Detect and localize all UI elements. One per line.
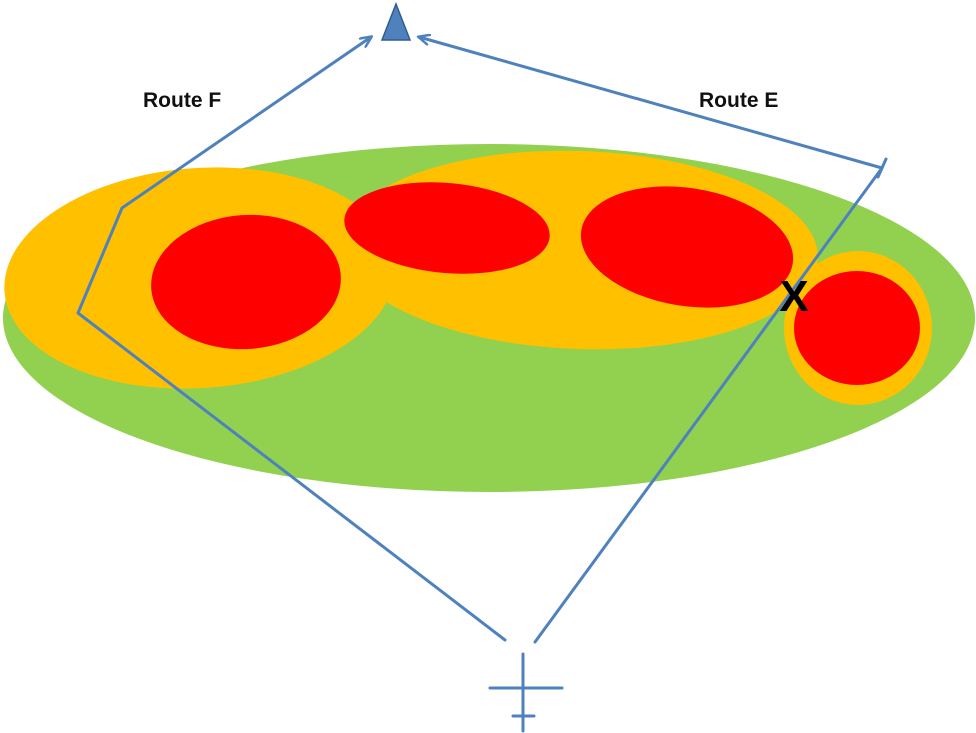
inner-zone-4: [794, 271, 920, 385]
triangle-icon: [380, 1, 412, 41]
inner-zone-3: [580, 186, 794, 308]
blocked-marker: X: [779, 272, 808, 321]
inner-zone-2: [344, 182, 550, 274]
route-e-label: Route E: [699, 89, 778, 112]
cross-icon: [488, 652, 564, 733]
route-e-tick: [876, 157, 888, 179]
route-f-line: [76, 37, 507, 642]
route-f-label: Route F: [143, 89, 221, 112]
inner-zone-1: [151, 214, 341, 350]
